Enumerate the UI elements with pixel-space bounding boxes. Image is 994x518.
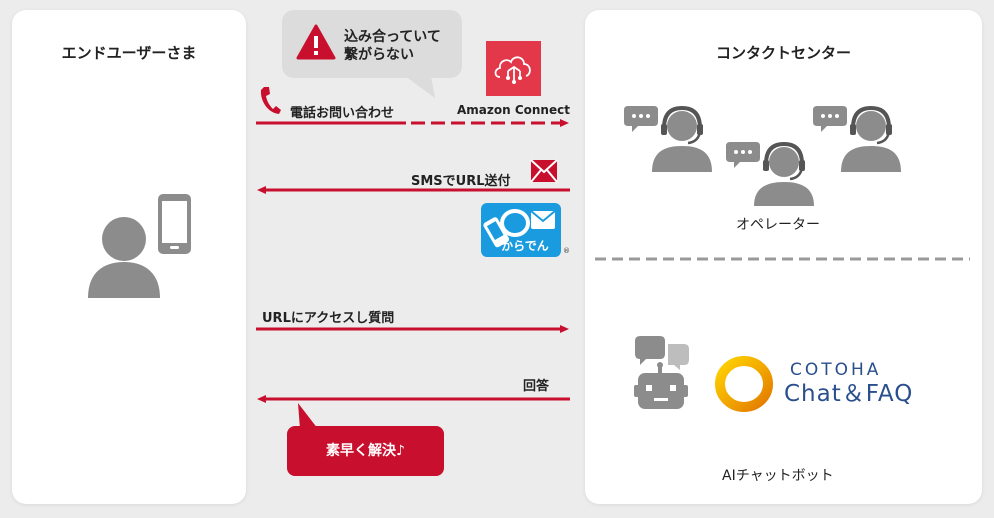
flow-sms-arrow bbox=[257, 186, 570, 194]
karaden-label: からでん bbox=[501, 239, 549, 253]
section-divider bbox=[595, 257, 970, 261]
busy-line-2: 繋がらない bbox=[344, 47, 414, 63]
end-user-person-icon bbox=[88, 194, 191, 298]
resolved-callout: 素早く解決♪ bbox=[287, 426, 444, 476]
operator-label: オペレーター bbox=[736, 217, 820, 233]
resolved-callout-tail bbox=[298, 403, 318, 429]
end-user-title: エンドユーザーさま bbox=[61, 44, 197, 62]
flow-access-label: URLにアクセスし質問 bbox=[262, 311, 395, 326]
amazon-connect-icon bbox=[486, 41, 541, 96]
operator-icon bbox=[813, 105, 901, 172]
busy-callout: 込み合っていて 繋がらない bbox=[282, 10, 462, 78]
flow-access-arrow bbox=[256, 325, 569, 333]
cotoha-logo-top: COTOHA bbox=[790, 360, 882, 380]
flow-call-label: 電話お問い合わせ bbox=[290, 106, 395, 121]
envelope-icon bbox=[530, 159, 558, 183]
operator-icon bbox=[624, 105, 712, 172]
flow-answer-arrow bbox=[257, 395, 570, 403]
smartphone-icon bbox=[158, 194, 191, 254]
cotoha-ring-icon bbox=[715, 356, 773, 412]
busy-line-1: 込み合っていて bbox=[344, 29, 441, 45]
karaden-logo-icon: からでん bbox=[481, 203, 561, 257]
phone-icon bbox=[260, 87, 281, 114]
warning-icon bbox=[296, 24, 336, 60]
chatbot-label: AIチャットボット bbox=[722, 468, 834, 484]
contact-center-panel: コンタクトセンター bbox=[585, 10, 982, 504]
amazon-connect-label: Amazon Connect bbox=[457, 103, 570, 117]
chatbot-robot-icon bbox=[634, 336, 689, 409]
flow-answer-label: 回答 bbox=[523, 379, 550, 394]
flow-sms-label: SMSでURL送付 bbox=[411, 174, 511, 189]
busy-callout-tail bbox=[405, 76, 435, 98]
cotoha-logo-bottom: Chat＆FAQ bbox=[784, 381, 914, 407]
cotoha-logo: COTOHA Chat＆FAQ bbox=[784, 362, 913, 406]
operator-icon bbox=[726, 141, 814, 206]
contact-center-title: コンタクトセンター bbox=[715, 44, 851, 62]
registered-mark: ® bbox=[563, 247, 570, 255]
flow-call-arrow bbox=[256, 119, 569, 127]
